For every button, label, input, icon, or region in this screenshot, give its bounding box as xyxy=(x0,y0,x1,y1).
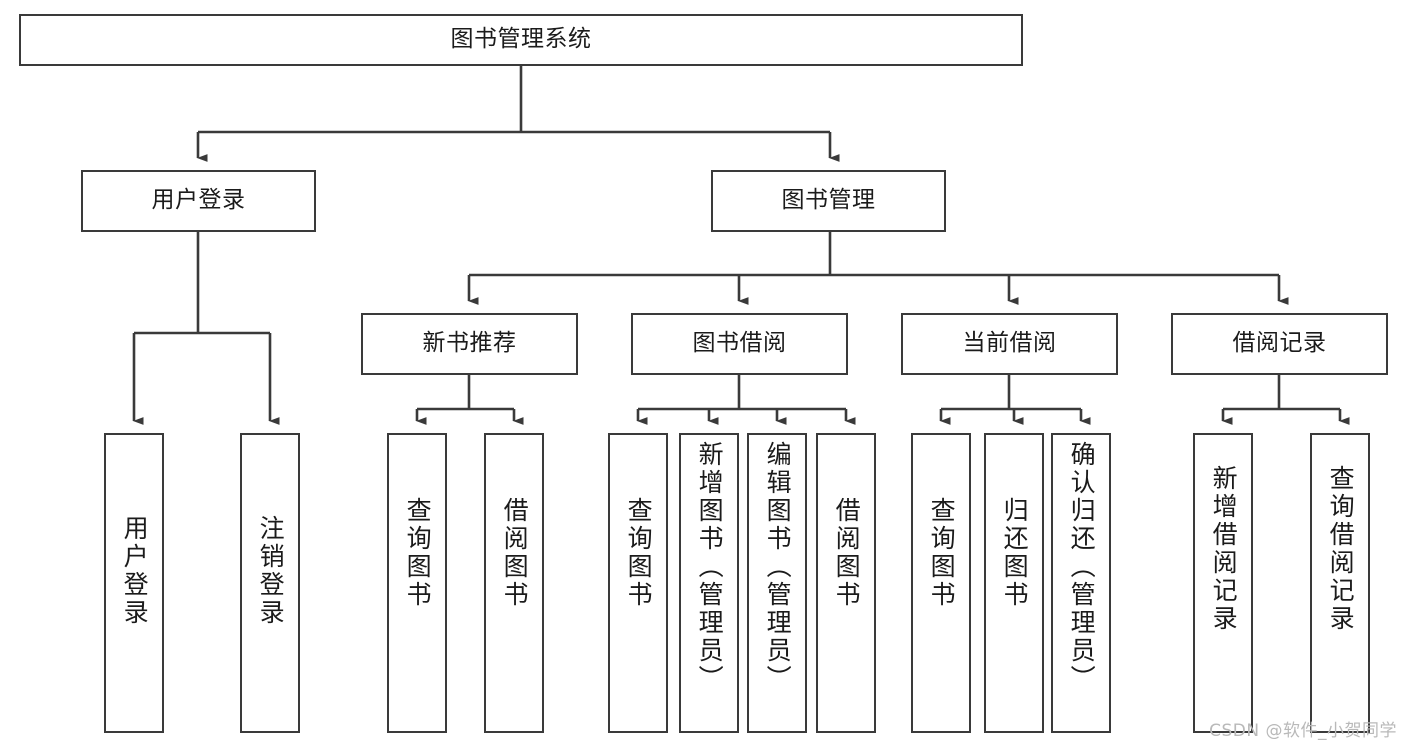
node-book-manage-label: 图书管理 xyxy=(781,187,876,214)
node-leaf-confirm-return-admin[interactable]: 确认归还（管理员） xyxy=(1051,433,1111,733)
watermark-text: CSDN @软件_小贺同学 xyxy=(1209,721,1397,741)
node-leaf-add-borrow-record[interactable]: 新增借阅记录 xyxy=(1193,433,1253,733)
node-leaf-user-login[interactable]: 用户登录 xyxy=(104,433,164,733)
node-leaf-query-book-2[interactable]: 查询图书 xyxy=(608,433,668,733)
node-leaf-edit-book-admin[interactable]: 编辑图书（管理员） xyxy=(747,433,807,733)
node-leaf-logout-login-label: 注销登录 xyxy=(256,515,286,627)
node-leaf-return-book-label: 归还图书 xyxy=(1000,497,1030,609)
node-leaf-query-borrow-record[interactable]: 查询借阅记录 xyxy=(1310,433,1370,733)
node-leaf-add-book-admin[interactable]: 新增图书（管理员） xyxy=(679,433,739,733)
node-leaf-add-borrow-record-label: 新增借阅记录 xyxy=(1209,465,1239,633)
node-leaf-edit-book-admin-label: 编辑图书（管理员） xyxy=(763,441,793,693)
node-borrow-record-label: 借阅记录 xyxy=(1232,330,1327,357)
node-new-book-recommend[interactable]: 新书推荐 xyxy=(361,313,578,375)
node-leaf-query-book-3[interactable]: 查询图书 xyxy=(911,433,971,733)
node-root-label: 图书管理系统 xyxy=(450,26,592,53)
node-leaf-borrow-book-2-label: 借阅图书 xyxy=(832,497,862,609)
node-leaf-user-login-label: 用户登录 xyxy=(120,515,150,627)
node-leaf-query-book-1-label: 查询图书 xyxy=(403,497,433,609)
node-user-login-label: 用户登录 xyxy=(151,187,246,214)
node-book-borrow[interactable]: 图书借阅 xyxy=(631,313,848,375)
node-leaf-borrow-book-1-label: 借阅图书 xyxy=(500,497,530,609)
node-book-manage[interactable]: 图书管理 xyxy=(711,170,946,232)
node-leaf-borrow-book-1[interactable]: 借阅图书 xyxy=(484,433,544,733)
node-current-borrow[interactable]: 当前借阅 xyxy=(901,313,1118,375)
node-leaf-confirm-return-admin-label: 确认归还（管理员） xyxy=(1067,441,1097,693)
node-leaf-query-book-2-label: 查询图书 xyxy=(624,497,654,609)
node-leaf-query-book-1[interactable]: 查询图书 xyxy=(387,433,447,733)
node-leaf-query-borrow-record-label: 查询借阅记录 xyxy=(1326,465,1356,633)
node-leaf-query-book-3-label: 查询图书 xyxy=(927,497,957,609)
node-leaf-return-book[interactable]: 归还图书 xyxy=(984,433,1044,733)
node-leaf-add-book-admin-label: 新增图书（管理员） xyxy=(695,441,725,693)
node-current-borrow-label: 当前借阅 xyxy=(962,330,1057,357)
node-borrow-record[interactable]: 借阅记录 xyxy=(1171,313,1388,375)
node-root[interactable]: 图书管理系统 xyxy=(19,14,1023,66)
node-leaf-borrow-book-2[interactable]: 借阅图书 xyxy=(816,433,876,733)
node-new-book-recommend-label: 新书推荐 xyxy=(422,330,517,357)
node-user-login[interactable]: 用户登录 xyxy=(81,170,316,232)
node-book-borrow-label: 图书借阅 xyxy=(692,330,787,357)
node-leaf-logout-login[interactable]: 注销登录 xyxy=(240,433,300,733)
